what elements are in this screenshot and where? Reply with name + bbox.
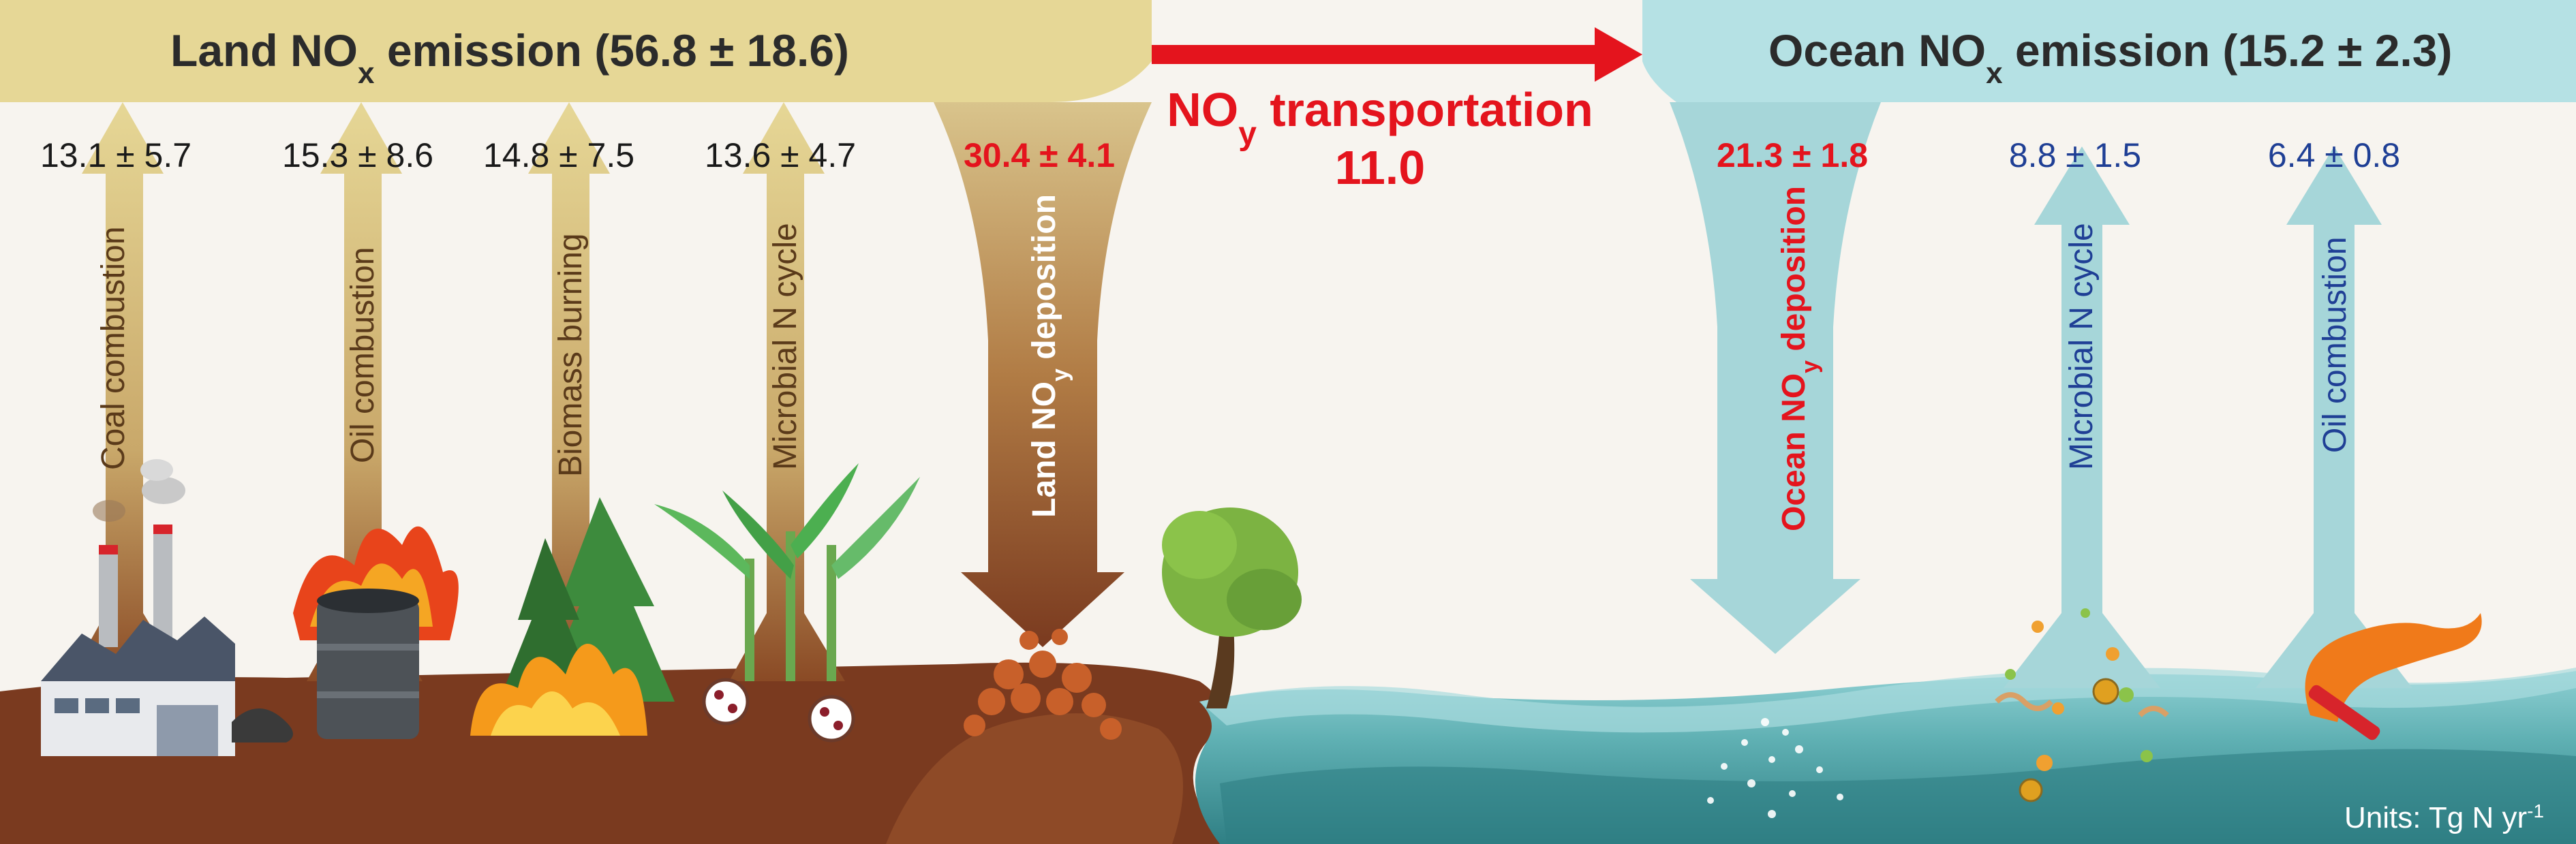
ocean-oil-plume-icon <box>2305 613 2482 740</box>
microbial-n-cycle-arrow-land <box>729 102 845 681</box>
coal-combustion-arrow <box>68 102 184 681</box>
soil-mound <box>886 713 1183 844</box>
coal-combustion-value: 13.1 ± 5.7 <box>40 136 191 174</box>
sea-wave-light <box>1199 668 2576 733</box>
factory-icon <box>41 459 293 756</box>
oil-combustion-label: Oil combustion <box>345 247 381 463</box>
transport-label: NOy transportation <box>1167 83 1593 152</box>
land-emission-box <box>0 0 1152 102</box>
oil-combustion-value: 15.3 ± 8.6 <box>282 136 433 174</box>
land-deposition-arrow <box>934 102 1152 647</box>
microbial-n-cycle-ocean-label: Microbial N cycle <box>2064 223 2100 470</box>
oil-combustion-ocean-label: Oil combustion <box>2317 237 2353 453</box>
oil-combustion-arrow-ocean <box>2256 146 2412 688</box>
microbial-n-cycle-land-value: 13.6 ± 4.7 <box>705 136 856 174</box>
forest-fire-icon <box>470 497 675 736</box>
coal-combustion-label: Coal combustion <box>95 226 132 470</box>
marine-microbes-icon <box>1995 608 2169 802</box>
oil-combustion-ocean-value: 6.4 ± 0.8 <box>2268 136 2400 174</box>
crop-plants-icon <box>654 463 920 743</box>
biomass-burning-arrow <box>515 102 630 681</box>
biomass-burning-value: 14.8 ± 7.5 <box>483 136 634 174</box>
microbial-n-cycle-land-label: Microbial N cycle <box>767 223 803 470</box>
ocean-emission-box <box>1642 0 2576 102</box>
sea-wave-deep <box>1220 749 2576 844</box>
ocean-emission-title: Ocean NOx emission (15.2 ± 2.3) <box>1768 25 2452 90</box>
ocean-deposition-label: Ocean NOy deposition <box>1776 186 1823 531</box>
transport-value: 11.0 <box>1335 141 1425 194</box>
land-emission-title: Land NOx emission (56.8 ± 18.6) <box>170 25 849 90</box>
transport-arrow <box>1152 27 1642 82</box>
units-label: Units: Tg N yr-1 <box>2344 800 2544 835</box>
coastal-tree-icon <box>1162 507 1302 708</box>
microbial-n-cycle-arrow-ocean <box>2004 146 2160 688</box>
land-deposition-label: Land NOy deposition <box>1026 194 1073 518</box>
land-deposition-particles-icon <box>964 629 1122 740</box>
ocean-deposition-value: 21.3 ± 1.8 <box>1717 136 1868 174</box>
burning-oil-barrel-icon <box>293 526 459 739</box>
oil-combustion-arrow <box>307 102 423 681</box>
ocean-deposition-arrow <box>1670 102 1881 654</box>
ocean-deposition-particles-icon <box>1707 718 1843 818</box>
land-deposition-value: 30.4 ± 4.1 <box>964 136 1115 174</box>
biomass-burning-label: Biomass burning <box>553 233 589 477</box>
microbial-n-cycle-ocean-value: 8.8 ± 1.5 <box>2009 136 2141 174</box>
